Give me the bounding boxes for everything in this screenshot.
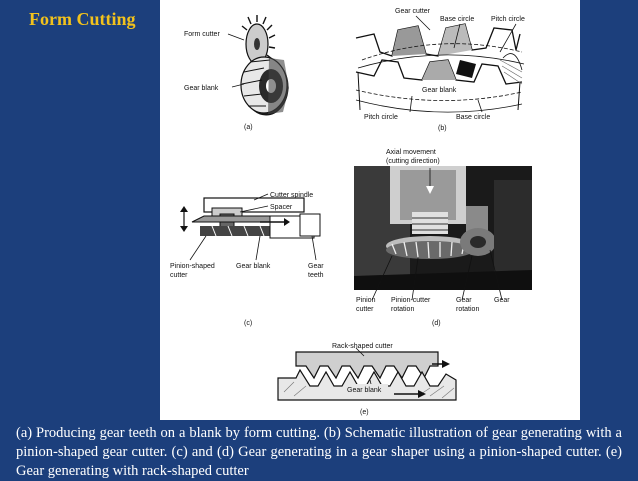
gear-cutter-drawing [355, 23, 525, 69]
panel-c: Cutter spindle Spacer Pinion-shaped cutt… [170, 192, 324, 327]
gear-blank-label-b: Gear blank [422, 87, 457, 94]
rack-cutter-label: Rack-shaped cutter [332, 343, 393, 350]
gear-label-d: Gear [494, 297, 510, 304]
slide-caption: (a) Producing gear teeth on a blank by f… [16, 425, 622, 479]
cutter-spindle-label: Cutter spindle [270, 192, 313, 199]
gear-blank-label-e: Gear blank [347, 387, 382, 394]
panel-b-caption: (b) [438, 125, 447, 132]
pinion-cutter-label-1: Pinion [356, 297, 376, 304]
gear-rotation-label-1: Gear [456, 297, 472, 304]
pitch-circle-label-top: Pitch circle [491, 16, 525, 23]
pinion-shaped-label-2: cutter [170, 272, 188, 279]
cutter-spindle-drawing [180, 197, 321, 239]
pitch-circle-label-bottom: Pitch circle [364, 114, 398, 121]
axial-movement-label-1: Axial movement [386, 149, 436, 156]
panel-c-caption: (c) [244, 320, 252, 327]
gear-blank-drawing-b [355, 53, 523, 113]
panel-e: Rack-shaped cutter Gear blank (e) [277, 343, 457, 416]
panel-d-caption: (d) [432, 320, 441, 327]
form-cutter-label: Form cutter [184, 31, 220, 38]
gear-cutting-illustration: Form cutter Gear blank (a) [170, 8, 532, 416]
gear-blank-drawing [240, 56, 289, 116]
gear-cutter-label: Gear cutter [395, 8, 431, 15]
pinion-rotation-label-1: Pinion-cutter [391, 297, 431, 304]
gear-blank-label-a: Gear blank [184, 85, 219, 92]
rack-cutter-drawing [295, 351, 439, 380]
gear-blank-label-c: Gear blank [236, 263, 271, 270]
slide-title: Form Cutting [29, 9, 136, 29]
base-circle-label-bottom: Base circle [456, 114, 490, 121]
pinion-cutter-label-2: cutter [356, 306, 374, 313]
spacer-label: Spacer [270, 204, 293, 211]
form-cutter-drawing [241, 15, 276, 65]
axial-movement-label-2: (cutting direction) [386, 158, 440, 165]
panel-a-caption: (a) [244, 124, 253, 131]
gear-rotation-label-2: rotation [456, 306, 479, 313]
gear-teeth-label-1: Gear [308, 263, 324, 270]
pinion-rotation-label-2: rotation [391, 306, 414, 313]
panel-e-caption: (e) [360, 409, 369, 416]
panel-a: Form cutter Gear blank (a) [184, 15, 289, 131]
gear-teeth-label-2: teeth [308, 272, 324, 279]
figure-panel: Form cutter Gear blank (a) [160, 0, 580, 420]
base-circle-label-top: Base circle [440, 16, 474, 23]
pinion-shaped-label-1: Pinion-shaped [170, 263, 215, 270]
panel-b: Gear cutter Base circle Pitch circle Gea… [355, 8, 525, 132]
panel-d: Axial movement (cutting direction) Pinio… [354, 149, 532, 327]
